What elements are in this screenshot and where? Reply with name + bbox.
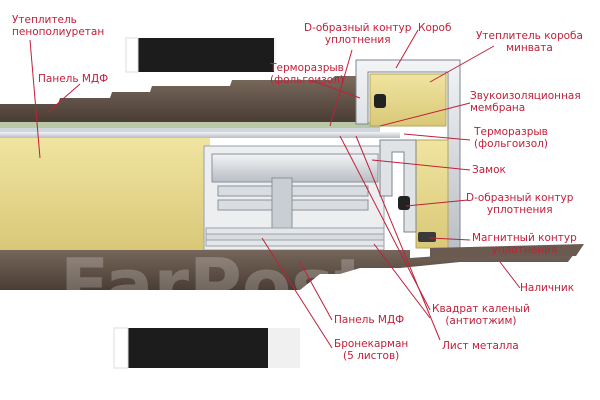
ppu-insulation (0, 138, 210, 250)
label-casing: Наличник (520, 282, 575, 294)
thermal-layer-top (0, 128, 380, 132)
label-panel-mdf-top: Панель МДФ (38, 73, 109, 85)
metal-sheet-top (0, 132, 400, 138)
watermark: FarPost (60, 243, 369, 327)
label-thermal-break-top: Терморазрыв(фольгоизол) (270, 62, 344, 86)
leader-lines (29, 29, 521, 349)
label-hardened-square: Квадрат каленый(антиотжим) (432, 303, 530, 327)
hardened-bar-bottom (113, 327, 300, 369)
label-panel-mdf-bottom: Панель МДФ (334, 314, 405, 326)
label-lock: Замок (472, 164, 506, 176)
casing-trim (430, 244, 584, 258)
hardened-bar-top (125, 37, 276, 73)
sound-membrane-layer (0, 122, 380, 128)
label-box: Короб (418, 22, 452, 34)
label-thermal-break-right: Терморазрыв(фольгоизол) (474, 126, 548, 150)
label-metal-sheet: Лист металла (442, 340, 519, 352)
mdf-panel-top (0, 76, 360, 122)
lock-housing (203, 145, 385, 251)
label-armor-pocket: Бронекарман(5 листов) (334, 338, 409, 362)
